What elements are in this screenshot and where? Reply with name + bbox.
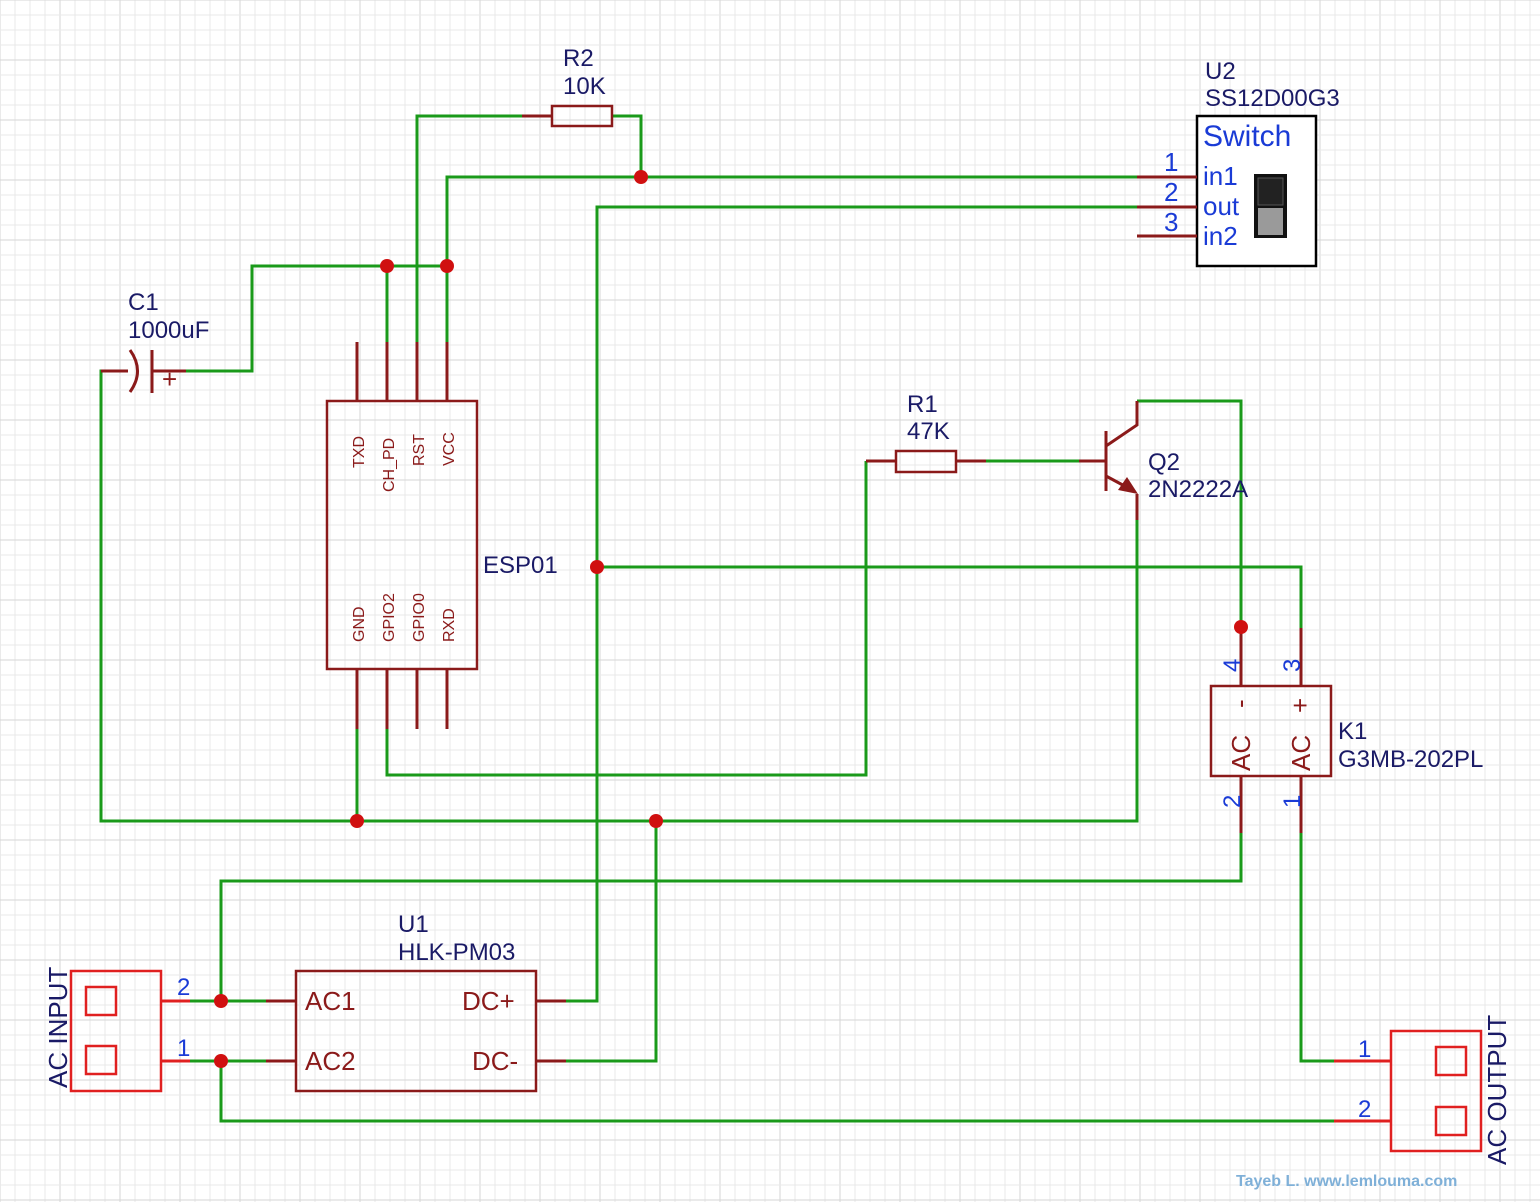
switch-pin1-name: in1 (1203, 161, 1238, 191)
switch-pin2-name: out (1203, 191, 1240, 221)
junction-dot (1234, 620, 1248, 634)
relay-ac-left: AC (1226, 735, 1256, 771)
switch-u2[interactable]: U2 SS12D00G3 Switch 1 2 3 in1 out in2 (1137, 58, 1340, 268)
esp-pin-gpio2: GPIO2 (381, 593, 398, 642)
relay-pin4-num: 4 (1219, 659, 1246, 672)
junction-dot (634, 170, 648, 184)
switch-pin1-num: 1 (1164, 147, 1178, 177)
esp-pin-gnd: GND (351, 606, 368, 642)
wires (99, 114, 1334, 1123)
resistor-r1[interactable]: R1 47K (866, 391, 986, 474)
transistor-q2[interactable]: Q2 2N2222A (1079, 401, 1248, 520)
ac-input-body (69, 969, 163, 1093)
ac-output-screw-2 (1434, 1105, 1468, 1137)
junction-dot (590, 560, 604, 574)
u2-ref: U2 (1205, 58, 1236, 85)
wire-gnd-net (99, 369, 1139, 823)
ac-input-pin2: 2 (177, 974, 190, 1001)
u1-value: HLK-PM03 (398, 939, 515, 966)
wire-gpio2-to-r1 (385, 461, 868, 777)
switch-title: Switch (1203, 120, 1291, 153)
wire-relay1-to-out1 (1299, 833, 1334, 1063)
ac-output-screw-1 (1434, 1045, 1468, 1077)
c1-plus-sign: + (162, 364, 177, 394)
esp-pin-chpd: CH_PD (381, 438, 398, 492)
esp-pin-rst: RST (411, 434, 428, 466)
u1-pin-ac2: AC2 (305, 1046, 356, 1076)
esp-label: ESP01 (483, 552, 558, 579)
c1-ref: C1 (128, 289, 159, 316)
junction-dot (440, 259, 454, 273)
relay-minus: - (1225, 699, 1255, 708)
ac-output-body (1389, 1029, 1483, 1153)
u1-body (294, 969, 538, 1093)
wire-vcc-to-c1 (186, 264, 447, 373)
ac-input-pin1: 1 (177, 1035, 190, 1062)
relay-k1[interactable]: 4 3 2 1 - + AC AC K1 G3MB-202PL (1209, 628, 1483, 833)
switch-pin3-name: in2 (1203, 221, 1238, 251)
switch-pin3-num: 3 (1164, 207, 1178, 237)
ac-output-pin1: 1 (1358, 1036, 1371, 1063)
wire-collector-to-relay (1137, 399, 1243, 628)
u1-pin-dcminus: DC- (472, 1046, 518, 1076)
junction-dot (214, 994, 228, 1008)
c1-curved-plate (128, 349, 139, 393)
ac-input-screw-1 (84, 1044, 118, 1076)
r1-value: 47K (907, 418, 950, 445)
wire-gnd-to-dcminus (566, 821, 658, 1063)
wire-ac-in2-to-relay (219, 833, 1243, 1003)
ac-input-label: AC INPUT (43, 967, 73, 1088)
k1-ref: K1 (1338, 718, 1367, 745)
ac-output-label: AC OUTPUT (1482, 1015, 1512, 1165)
relay-body (1209, 684, 1333, 778)
esp-pin-gpio0: GPIO0 (411, 593, 428, 642)
esp-pin-rxd: RXD (441, 608, 458, 642)
esp-body (325, 399, 479, 671)
q2-value: 2N2222A (1148, 476, 1248, 503)
relay-plus: + (1285, 698, 1315, 713)
terminal-ac-output[interactable]: 1 2 AC OUTPUT (1334, 1015, 1512, 1165)
c1-value: 1000uF (128, 317, 209, 344)
k1-value: G3MB-202PL (1338, 746, 1483, 773)
module-esp01[interactable]: TXD CH_PD RST VCC GND GPIO2 GPIO0 RXD ES… (325, 342, 558, 729)
wire-out-to-dcplus (566, 205, 1137, 1003)
esp-pin-vcc: VCC (441, 432, 458, 466)
credit-text: Tayeb L. www.lemlouma.com (1236, 1173, 1457, 1190)
relay-ac-right: AC (1286, 735, 1316, 771)
switch-knob-bottom (1258, 208, 1283, 235)
q2-ref: Q2 (1148, 449, 1180, 476)
junctions (214, 170, 1248, 1068)
r1-ref: R1 (907, 391, 938, 418)
wire-ac-in1-to-out2 (219, 1061, 1334, 1123)
terminal-ac-input[interactable]: 2 1 AC INPUT (43, 967, 190, 1093)
esp-pin-txd: TXD (351, 436, 368, 468)
resistor-r2[interactable]: R2 10K (522, 45, 614, 128)
r2-ref: R2 (563, 45, 594, 72)
junction-dot (649, 814, 663, 828)
wire-vcc-to-relay (597, 565, 1303, 628)
ac-input-screw-2 (84, 985, 118, 1017)
u1-pin-ac1: AC1 (305, 986, 356, 1016)
u1-pin-dcplus: DC+ (462, 986, 515, 1016)
switch-pin2-num: 2 (1164, 177, 1178, 207)
ac-output-pin2: 2 (1358, 1096, 1371, 1123)
power-module-u1[interactable]: AC1 AC2 DC+ DC- U1 HLK-PM03 (266, 911, 566, 1093)
junction-dot (350, 814, 364, 828)
wire-r2-right (612, 114, 643, 177)
relay-pin2-num: 2 (1219, 795, 1246, 808)
relay-pin1-num: 1 (1279, 795, 1306, 808)
u2-value: SS12D00G3 (1205, 85, 1340, 112)
u1-ref: U1 (398, 911, 429, 938)
wire-in1-to-vcc (445, 175, 1137, 342)
switch-knob-top (1257, 177, 1284, 206)
junction-dot (380, 259, 394, 273)
q2-emitter-arrow (1118, 477, 1138, 494)
junction-dot (214, 1054, 228, 1068)
relay-pin3-num: 3 (1279, 659, 1306, 672)
capacitor-c1[interactable]: + C1 1000uF (101, 289, 209, 394)
r2-value: 10K (563, 73, 606, 100)
